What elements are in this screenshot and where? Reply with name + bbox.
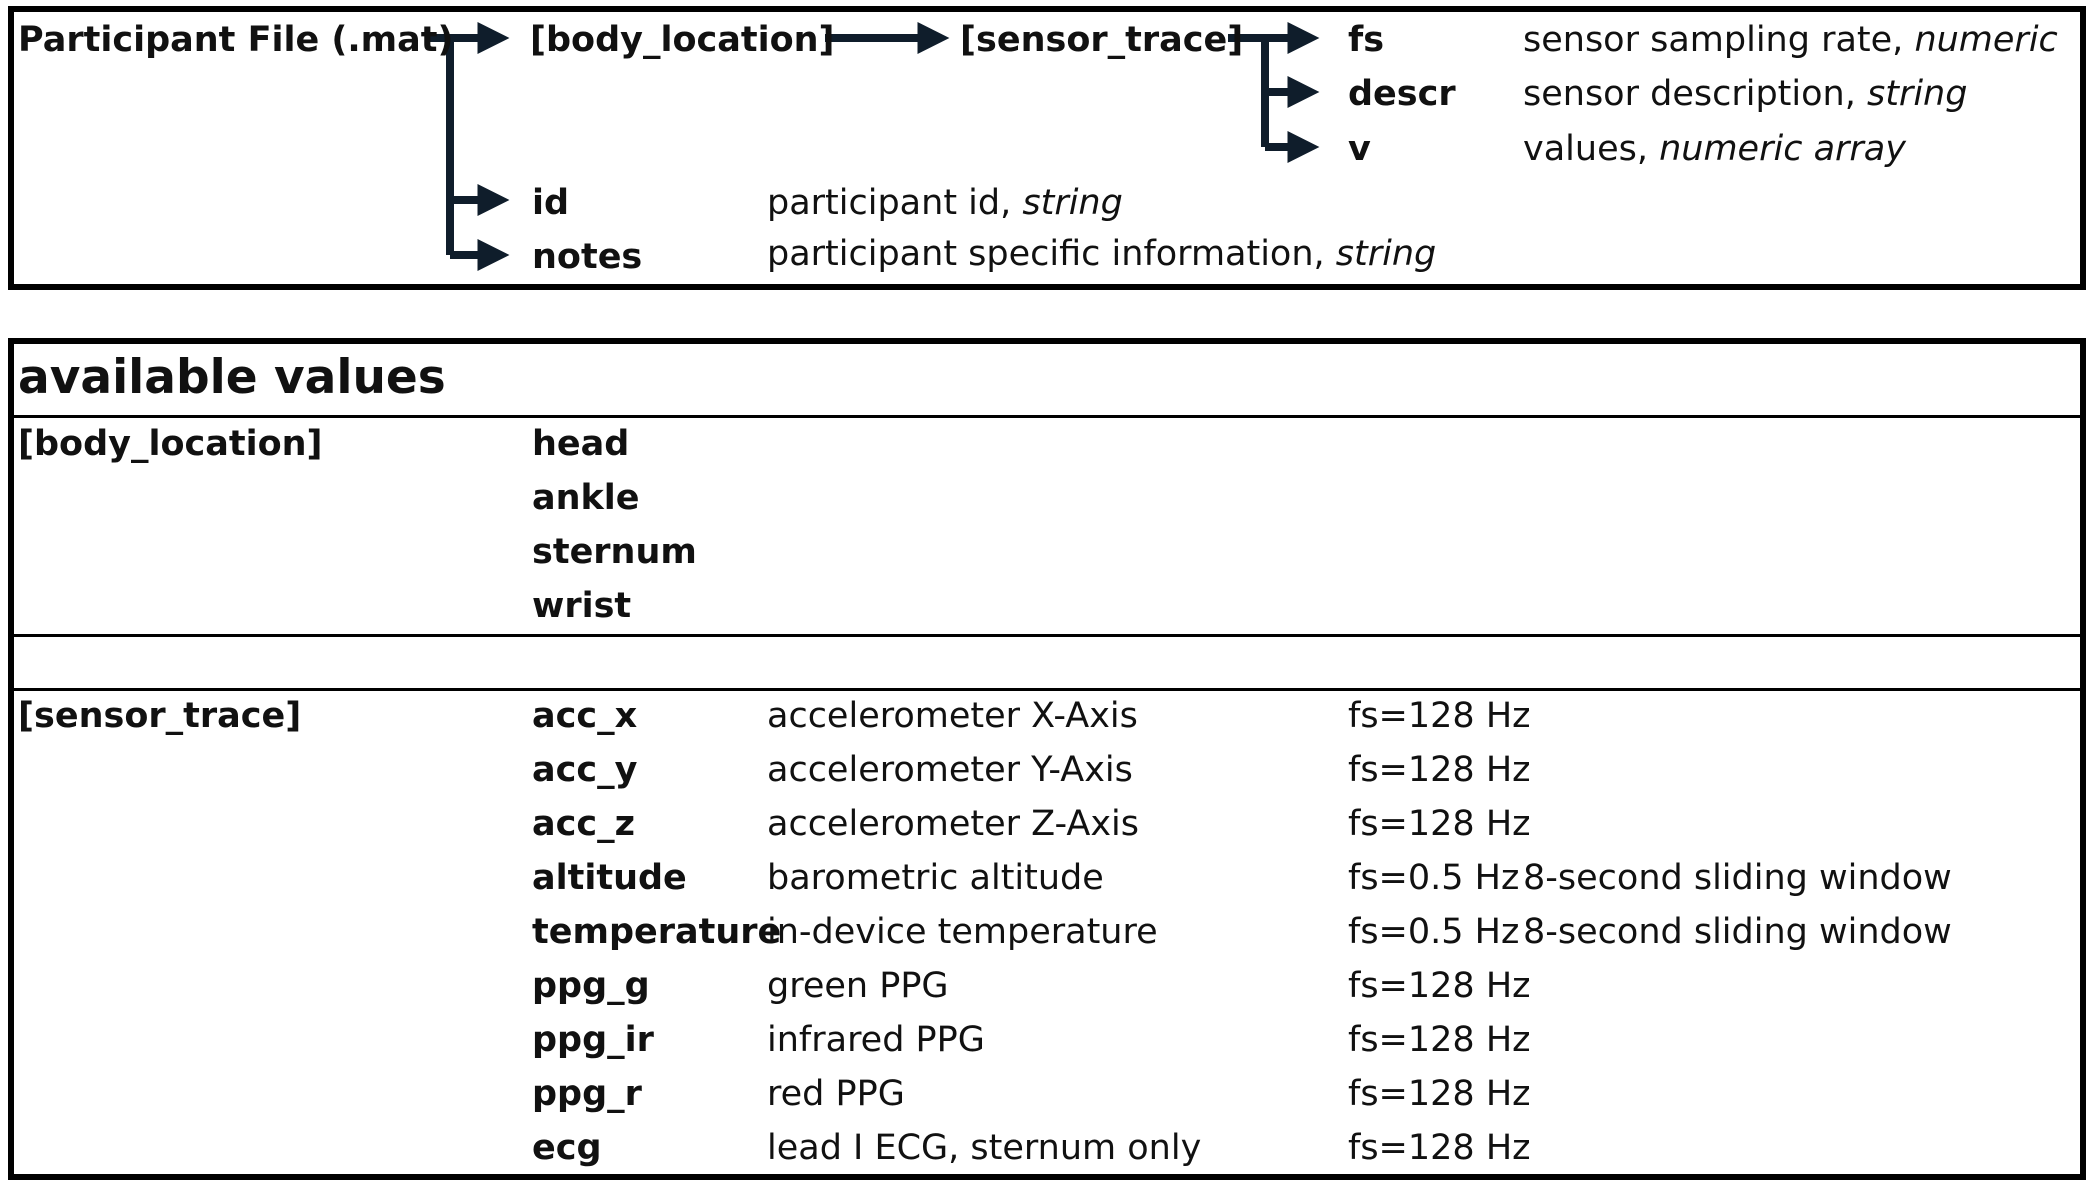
location-head: head [532,424,630,464]
sensor-fs: fs=128 Hz [1348,804,1531,844]
meta-key-notes: notes [532,237,643,277]
sensor-name: ppg_g [532,966,650,1006]
available-values-table [8,338,2086,1180]
meta-desc-notes: participant specific information, string [767,234,1437,274]
sensor-name: temperature [532,912,782,952]
body-location-node: [body_location] [530,20,835,60]
sensor-fs: fs=128 Hz [1348,1020,1531,1060]
sensor-desc: red PPG [767,1074,905,1114]
sensor-name: ppg_r [532,1074,642,1114]
divider-spacer [14,688,2080,691]
field-desc-descr: sensor description, string [1523,74,1968,114]
sensor-desc: accelerometer Z-Axis [767,804,1139,844]
location-wrist: wrist [532,586,632,626]
sensor-desc: barometric altitude [767,858,1104,898]
sensor-fs: fs=128 Hz [1348,966,1531,1006]
sensor-fs: fs=0.5 Hz [1348,912,1520,952]
sensor-fs: fs=128 Hz [1348,1074,1531,1114]
root-node: Participant File (.mat) [18,20,454,60]
sensor-trace-node: [sensor_trace] [960,20,1244,60]
sensor-desc: green PPG [767,966,949,1006]
field-desc-v: values, numeric array [1523,129,1906,169]
field-desc-fs: sensor sampling rate, numeric [1523,20,2058,60]
sensor-name: ppg_ir [532,1020,654,1060]
available-values-title: available values [18,350,446,405]
body-location-label: [body_location] [18,424,323,464]
sensor-name: acc_z [532,804,635,844]
sensor-fs: fs=128 Hz [1348,1128,1531,1168]
field-key-fs: fs [1348,20,1385,60]
sensor-fs: fs=128 Hz [1348,696,1531,736]
sensor-desc: in-device temperature [767,912,1158,952]
sensor-note: 8-second sliding window [1523,912,1952,952]
sensor-desc: lead I ECG, sternum only [767,1128,1202,1168]
meta-key-id: id [532,183,570,223]
sensor-name: acc_y [532,750,638,790]
sensor-name: acc_x [532,696,638,736]
field-key-v: v [1348,129,1371,169]
sensor-name: altitude [532,858,687,898]
sensor-fs: fs=0.5 Hz [1348,858,1520,898]
divider-title [14,415,2080,418]
structure-box [8,6,2086,290]
sensor-fs: fs=128 Hz [1348,750,1531,790]
sensor-desc: infrared PPG [767,1020,985,1060]
field-key-descr: descr [1348,74,1456,114]
location-ankle: ankle [532,478,640,518]
sensor-desc: accelerometer Y-Axis [767,750,1133,790]
sensor-trace-label: [sensor_trace] [18,696,302,736]
sensor-desc: accelerometer X-Axis [767,696,1138,736]
meta-desc-id: participant id, string [767,183,1123,223]
sensor-note: 8-second sliding window [1523,858,1952,898]
sensor-name: ecg [532,1128,602,1168]
divider-body-location [14,634,2080,637]
location-sternum: sternum [532,532,697,572]
